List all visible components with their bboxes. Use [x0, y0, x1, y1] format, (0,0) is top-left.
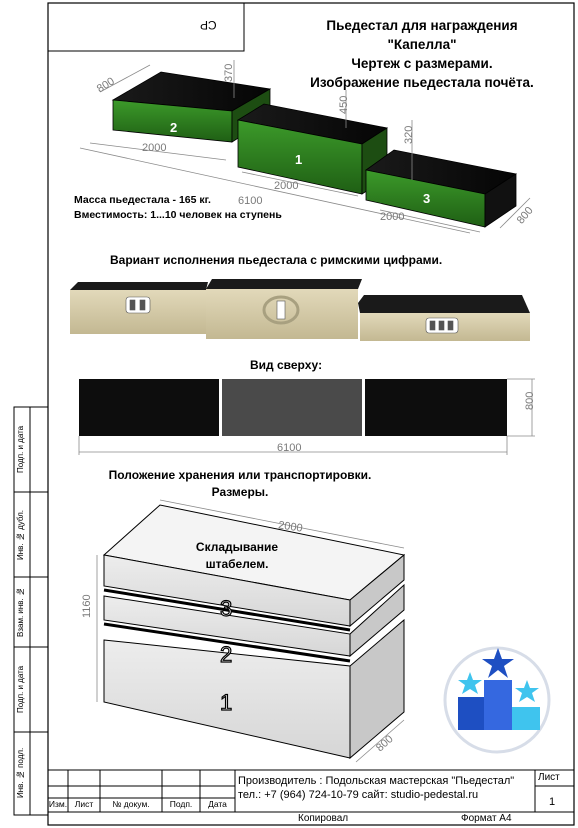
folding-label: Складывание штабелем. — [172, 539, 302, 573]
title-line-3: Чертеж с размерами. — [351, 56, 493, 71]
star-icon — [482, 648, 514, 678]
dim-topview-depth: 800 — [524, 392, 536, 410]
format-label: Формат А4 — [461, 813, 512, 824]
pedestal-iso — [111, 71, 518, 228]
sheet-number: 1 — [549, 796, 556, 808]
dim-width-3: 2000 — [380, 211, 404, 223]
title-line-1: Пьедестал для награждения — [326, 18, 518, 33]
stack-label-3: 3 — [220, 596, 232, 621]
dim-storage-height: 1160 — [81, 594, 93, 618]
place-label-3: 3 — [423, 191, 430, 206]
dim-total-width: 6100 — [238, 195, 262, 207]
block-3-side — [484, 173, 517, 228]
storage-stack: 3 2 1 — [96, 499, 406, 763]
dim-height-1: 450 — [338, 96, 350, 114]
col-change: Изм. — [48, 799, 68, 809]
dim-height-2: 370 — [223, 64, 235, 82]
dimension-lines-top — [79, 60, 531, 234]
stamp-replace-inv: Взам. инв. № — [16, 587, 25, 637]
side-stamp — [13, 406, 49, 816]
stack-label-1: 1 — [220, 690, 232, 715]
page-title: Пьедестал для награждения "Капелла" Черт… — [282, 16, 562, 92]
copied-label: Копировал — [298, 813, 349, 824]
roman-numeral-3 — [425, 317, 459, 334]
storage-header-line-2: Размеры. — [211, 485, 269, 499]
place-label-2: 2 — [170, 120, 177, 135]
dim-storage-width: 2000 — [277, 519, 303, 534]
storage-header: Положение хранения или транспортировки. … — [80, 467, 400, 501]
spec-capacity: Вместимость: 1...10 человек на ступень — [74, 209, 282, 221]
dim-width-2: 2000 — [142, 142, 166, 154]
title-line-2: "Капелла" — [387, 37, 457, 52]
dim-depth-left: 800 — [95, 75, 117, 95]
top-view-block-right — [365, 379, 507, 436]
col-signature: Подп. — [169, 799, 193, 809]
sheet-label: Лист — [538, 772, 560, 783]
dim-width-1: 2000 — [274, 180, 298, 192]
roman-numeral-1 — [262, 295, 300, 325]
folding-line-1: Складывание — [195, 540, 279, 554]
top-view-block-left — [79, 379, 219, 436]
star-icon — [458, 672, 482, 694]
storage-header-line-1: Положение хранения или транспортировки. — [108, 468, 372, 482]
pedestal-roman — [70, 279, 530, 341]
title-line-4: Изображение пьедестала почёта. — [310, 75, 534, 90]
spec-mass: Масса пьедестала - 165 кг. — [74, 194, 211, 206]
roman-variant-header: Вариант исполнения пьедестала с римскими… — [110, 253, 443, 267]
dim-depth-right: 800 — [515, 205, 536, 227]
podium-logo — [443, 646, 551, 754]
stamp-dup-inv: Инв. № дубл. — [16, 510, 25, 560]
stamp-sign-date-1: Подп. и дата — [16, 425, 25, 473]
place-numbers-top: 2 1 3 — [170, 120, 430, 206]
dim-topview-width: 6100 — [277, 442, 301, 454]
top-view — [78, 378, 535, 455]
roman-numeral-2 — [125, 296, 151, 314]
col-doc-number: № докум. — [112, 799, 150, 809]
title-block — [48, 769, 574, 813]
stamp-orig-inv: Инв. № подл. — [16, 747, 25, 799]
col-date: Дата — [208, 799, 227, 809]
corner-box — [47, 2, 245, 52]
manufacturer-info: Производитель : Подольская мастерская "П… — [238, 774, 514, 802]
top-view-header: Вид сверху: — [250, 358, 323, 372]
top-view-block-center — [222, 379, 362, 436]
col-sheet: Лист — [74, 799, 94, 809]
manufacturer-contact: тел.: +7 (964) 724-10-79 сайт: studio-pe… — [238, 789, 479, 801]
dim-height-3: 320 — [403, 126, 415, 144]
side-stamp-labels: Подп. и дата Инв. № дубл. Взам. инв. № П… — [0, 405, 48, 815]
manufacturer-name: Производитель : Подольская мастерская "П… — [238, 775, 515, 787]
corner-code: СР — [200, 18, 217, 32]
folding-line-2: штабелем. — [205, 557, 269, 571]
specs: Масса пьедестала - 165 кг. Вместимость: … — [74, 193, 282, 223]
stamp-sign-date-2: Подп. и дата — [16, 665, 25, 713]
star-icon — [515, 680, 539, 702]
dim-storage-depth: 800 — [374, 733, 396, 754]
place-label-1: 1 — [295, 152, 302, 167]
stack-label-2: 2 — [220, 642, 232, 667]
